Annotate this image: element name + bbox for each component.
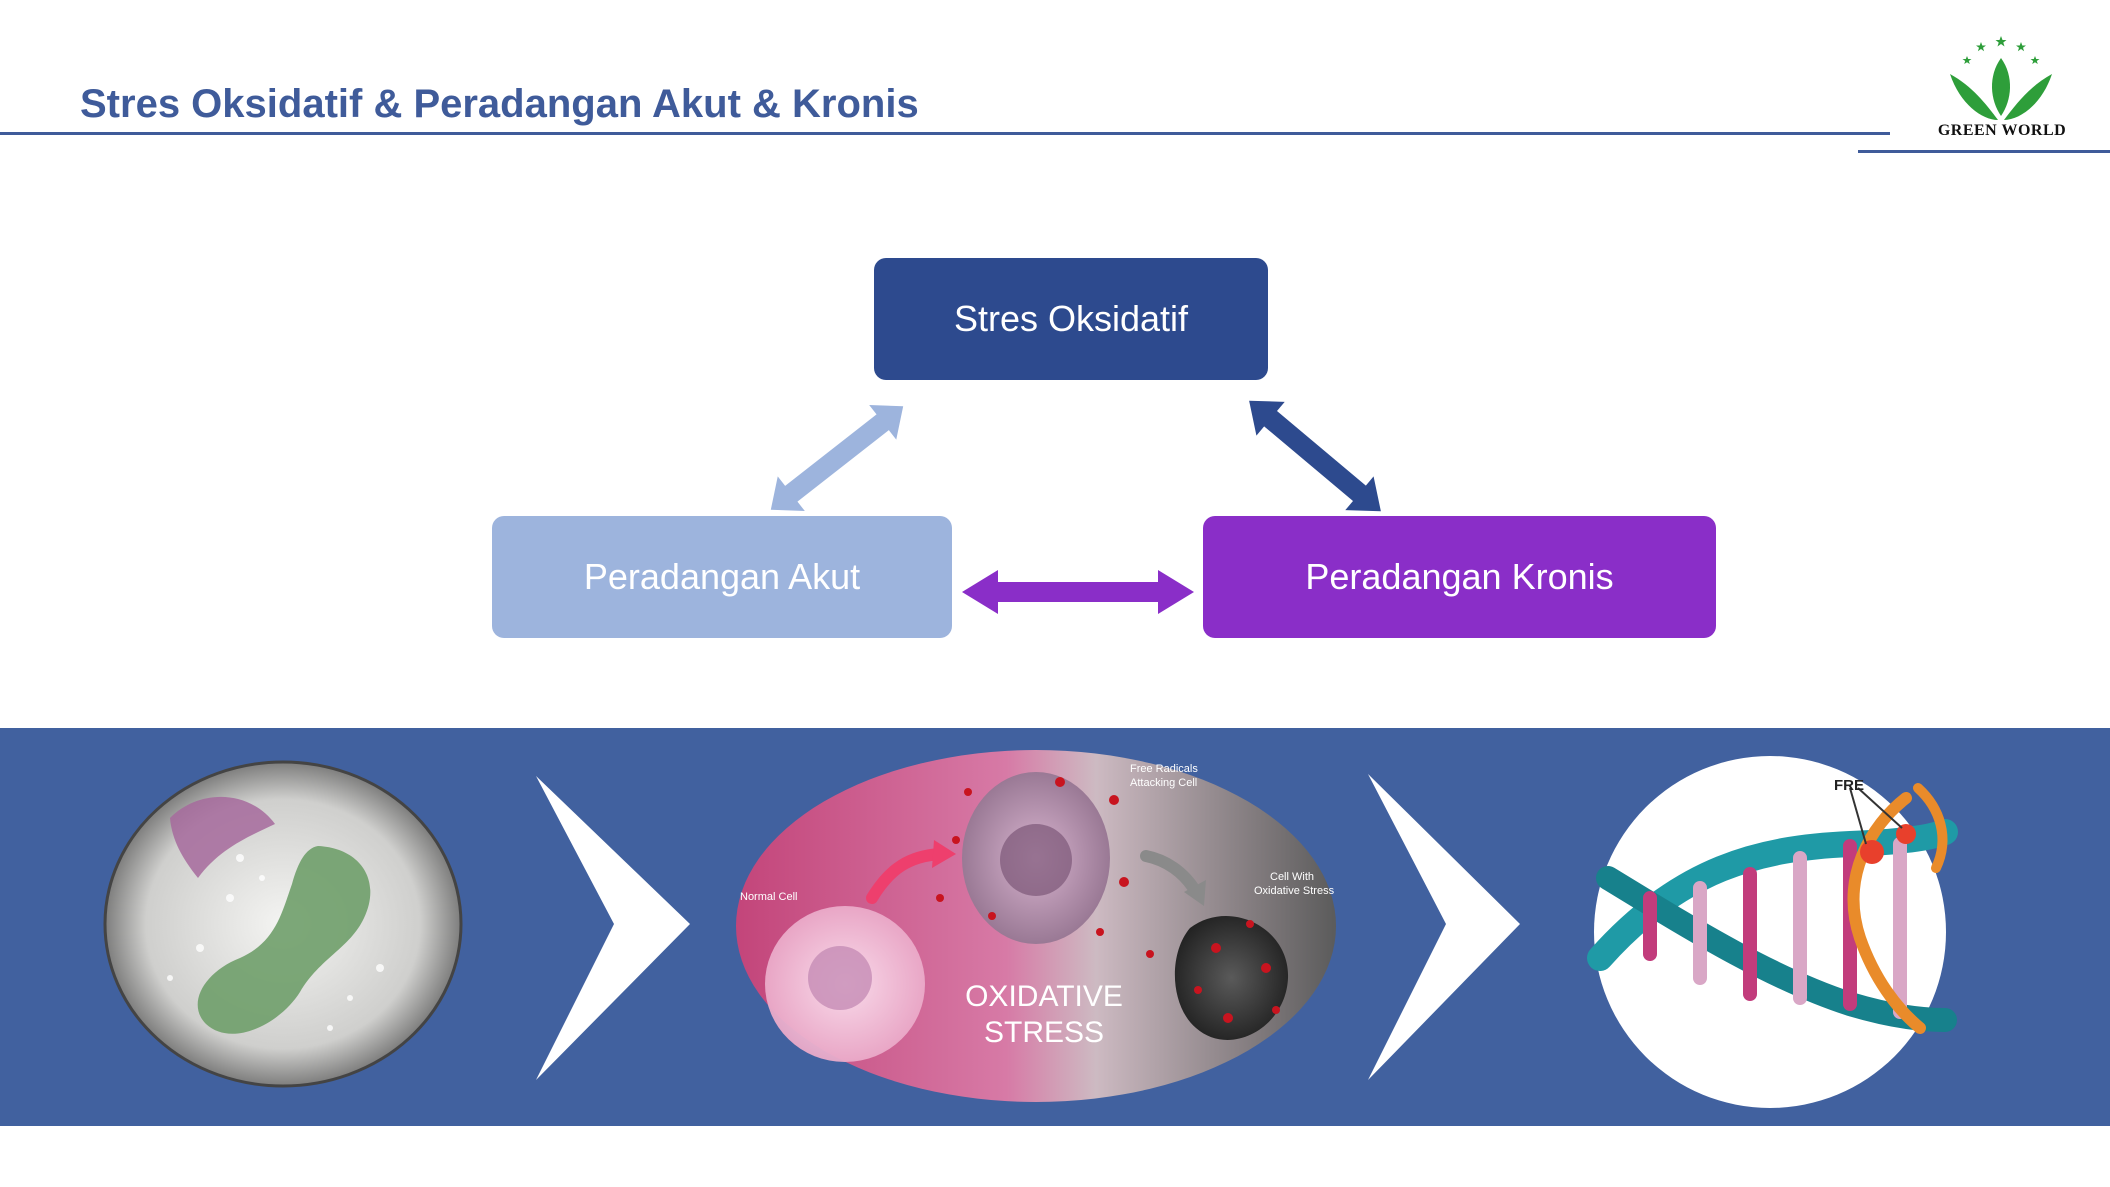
- chevron-right-icon: [1368, 774, 1520, 1080]
- node-peradangan-kronis: Peradangan Kronis: [1203, 516, 1716, 638]
- logo-underline: [1858, 150, 2110, 153]
- arrow-akut-stres: [770, 404, 904, 512]
- attacking-cell-label-1: Free Radicals: [1130, 763, 1198, 775]
- arrow-akut-kronis: [962, 570, 1194, 614]
- node-peradangan-akut: Peradangan Akut: [492, 516, 952, 638]
- node-label: Peradangan Kronis: [1305, 556, 1614, 597]
- node-stres-oksidatif: Stres Oksidatif: [874, 258, 1268, 380]
- chevron-right-icon: [536, 776, 690, 1080]
- oxidative-caption-line2: STRESS: [984, 1016, 1104, 1049]
- logo-wordmark: GREEN WORLD: [1937, 122, 2067, 139]
- oxidative-caption-line1: OXIDATIVE: [965, 980, 1123, 1013]
- image-band: Normal Cell Free Radicals Attacking Cell…: [0, 728, 2110, 1126]
- page-title: Stres Oksidatif & Peradangan Akut & Kron…: [80, 82, 919, 126]
- attacking-cell-label-2: Attacking Cell: [1130, 777, 1197, 789]
- node-label: Stres Oksidatif: [953, 298, 1189, 339]
- diagram-arrows: [770, 400, 1381, 614]
- damaged-cell-label-2: Oxidative Stress: [1254, 885, 1335, 897]
- inflammation-cycle-diagram: Stres Oksidatif Peradangan Akut Peradang…: [492, 258, 1716, 638]
- green-world-logo-icon: [1950, 36, 2052, 120]
- cell-sphere-image: [103, 760, 463, 1088]
- oxidative-stress-image: Normal Cell Free Radicals Attacking Cell…: [736, 750, 1336, 1102]
- title-underline: [0, 132, 1890, 135]
- dna-label: FRE: [1834, 777, 1864, 794]
- arrow-stres-kronis: [1249, 400, 1381, 512]
- image-band-art: Normal Cell Free Radicals Attacking Cell…: [103, 750, 1958, 1108]
- dna-damage-image: FRE: [1587, 756, 1958, 1108]
- normal-cell-label: Normal Cell: [740, 891, 797, 903]
- damaged-cell-label-1: Cell With: [1270, 871, 1314, 883]
- node-label: Peradangan Akut: [583, 556, 861, 597]
